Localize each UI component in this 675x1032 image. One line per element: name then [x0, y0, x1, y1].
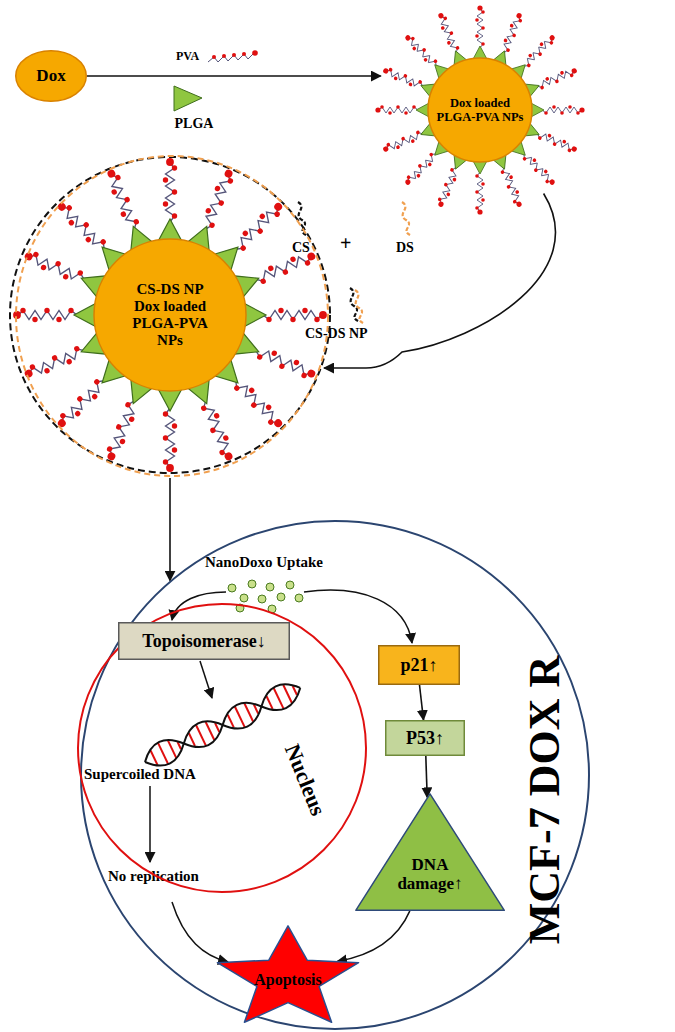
coated-nanoparticle-spikes — [13, 158, 327, 472]
inhibit-arrow — [200, 661, 212, 698]
ellipse-outline — [16, 51, 87, 102]
text-label: Supercoiled DNA — [84, 766, 196, 783]
polymer-triangle — [174, 86, 202, 111]
node-text: Nucleus — [280, 741, 331, 819]
node-text: Topoisomerase↓ — [142, 631, 265, 651]
nanodoxo-dots — [228, 580, 303, 613]
box-outline — [379, 646, 460, 685]
ds-chain — [402, 202, 412, 236]
ellipse-outline — [78, 604, 366, 892]
polygon-outline — [217, 926, 358, 1022]
ellipse-outline — [81, 521, 589, 1029]
text-label: CS-DS NP — [305, 326, 368, 341]
cs-chain — [350, 288, 360, 322]
ds-chain — [355, 290, 365, 324]
cs-coat — [10, 157, 330, 473]
ds-coat — [16, 156, 328, 476]
process-box: p21↑ — [378, 645, 460, 685]
box-outline — [119, 623, 290, 660]
node-text: DNA damage↑ — [385, 855, 475, 893]
text-label: No replication — [108, 868, 199, 885]
node-text-box: Dox — [15, 50, 87, 102]
text-label: NanoDoxo Uptake — [205, 554, 323, 571]
node-text-box: MCF-7 DOX R — [520, 620, 570, 980]
node-text: Dox — [36, 66, 65, 85]
drug-ellipse: Dox — [15, 50, 87, 102]
node-text-box: Dox loaded PLGA-PVA NPs — [375, 5, 585, 215]
flow-arrow — [149, 786, 151, 862]
node-text: p21↑ — [400, 655, 437, 675]
particle-bound — [375, 5, 585, 215]
node-text: Apoptosis — [254, 971, 322, 989]
text-label: CS — [292, 240, 310, 255]
node-text-box: DNA damage↑ — [385, 847, 475, 901]
node-text: P53↑ — [406, 728, 444, 748]
polymer-symbol: PLGA — [164, 84, 224, 134]
node-text-box: CS-DS NP Dox loaded PLGA-PVA NPs — [7, 152, 333, 478]
connector-arrow — [324, 194, 555, 369]
node-text-box: PLGA — [164, 114, 224, 134]
node-text: PLGA — [175, 116, 214, 132]
triangle-node: DNA damage↑ — [355, 793, 505, 911]
node-text: Dox loaded PLGA-PVA NPs — [433, 96, 527, 124]
node-text: MCF-7 DOX R — [520, 656, 569, 944]
process-box: P53↑ — [385, 720, 465, 756]
node-text-box: P53↑ — [385, 720, 465, 756]
pva-chain — [208, 50, 258, 62]
node-text-box: Topoisomerase↓ — [118, 622, 290, 660]
connector-arrow — [337, 911, 410, 962]
uptake-arrow — [304, 590, 412, 643]
process-box: Topoisomerase↓ — [118, 622, 290, 660]
flow-arrow — [172, 902, 228, 962]
edge-label: PVA — [176, 50, 199, 63]
box-outline — [386, 721, 465, 756]
node-text: CS-DS NP Dox loaded PLGA-PVA NPs — [125, 281, 215, 348]
particle-core — [94, 239, 246, 391]
connector-arrow — [87, 75, 381, 77]
text-label: DS — [396, 240, 414, 255]
nanoparticle: Dox loaded PLGA-PVA NPs — [375, 5, 585, 215]
node-text-box: Apoptosis — [233, 965, 343, 995]
nucleus-outline: Nucleus Topoisomerase↓ — [77, 603, 367, 893]
coated-nanoparticle: CS-DS NP Dox loaded PLGA-PVA NPs — [7, 152, 333, 478]
star-node: Apoptosis — [213, 922, 363, 1030]
node-text-box: Nucleus — [273, 728, 336, 831]
dna-helix — [140, 677, 306, 773]
connector-arrow — [420, 685, 424, 720]
text-label: + — [340, 232, 351, 254]
polygon-outline — [356, 794, 505, 911]
node-shape — [80, 520, 590, 1030]
connector-arrow — [169, 478, 171, 581]
node-text-box: p21↑ — [378, 645, 460, 685]
connector-arrow — [426, 756, 427, 797]
cell-outline: MCF-7 DOX R Nucleus Topoisomerase↓ p21↑ P53↑… — [80, 520, 590, 1030]
particle-core — [428, 58, 532, 162]
nanoparticle-spikes — [375, 5, 584, 214]
node-shape — [355, 793, 505, 911]
